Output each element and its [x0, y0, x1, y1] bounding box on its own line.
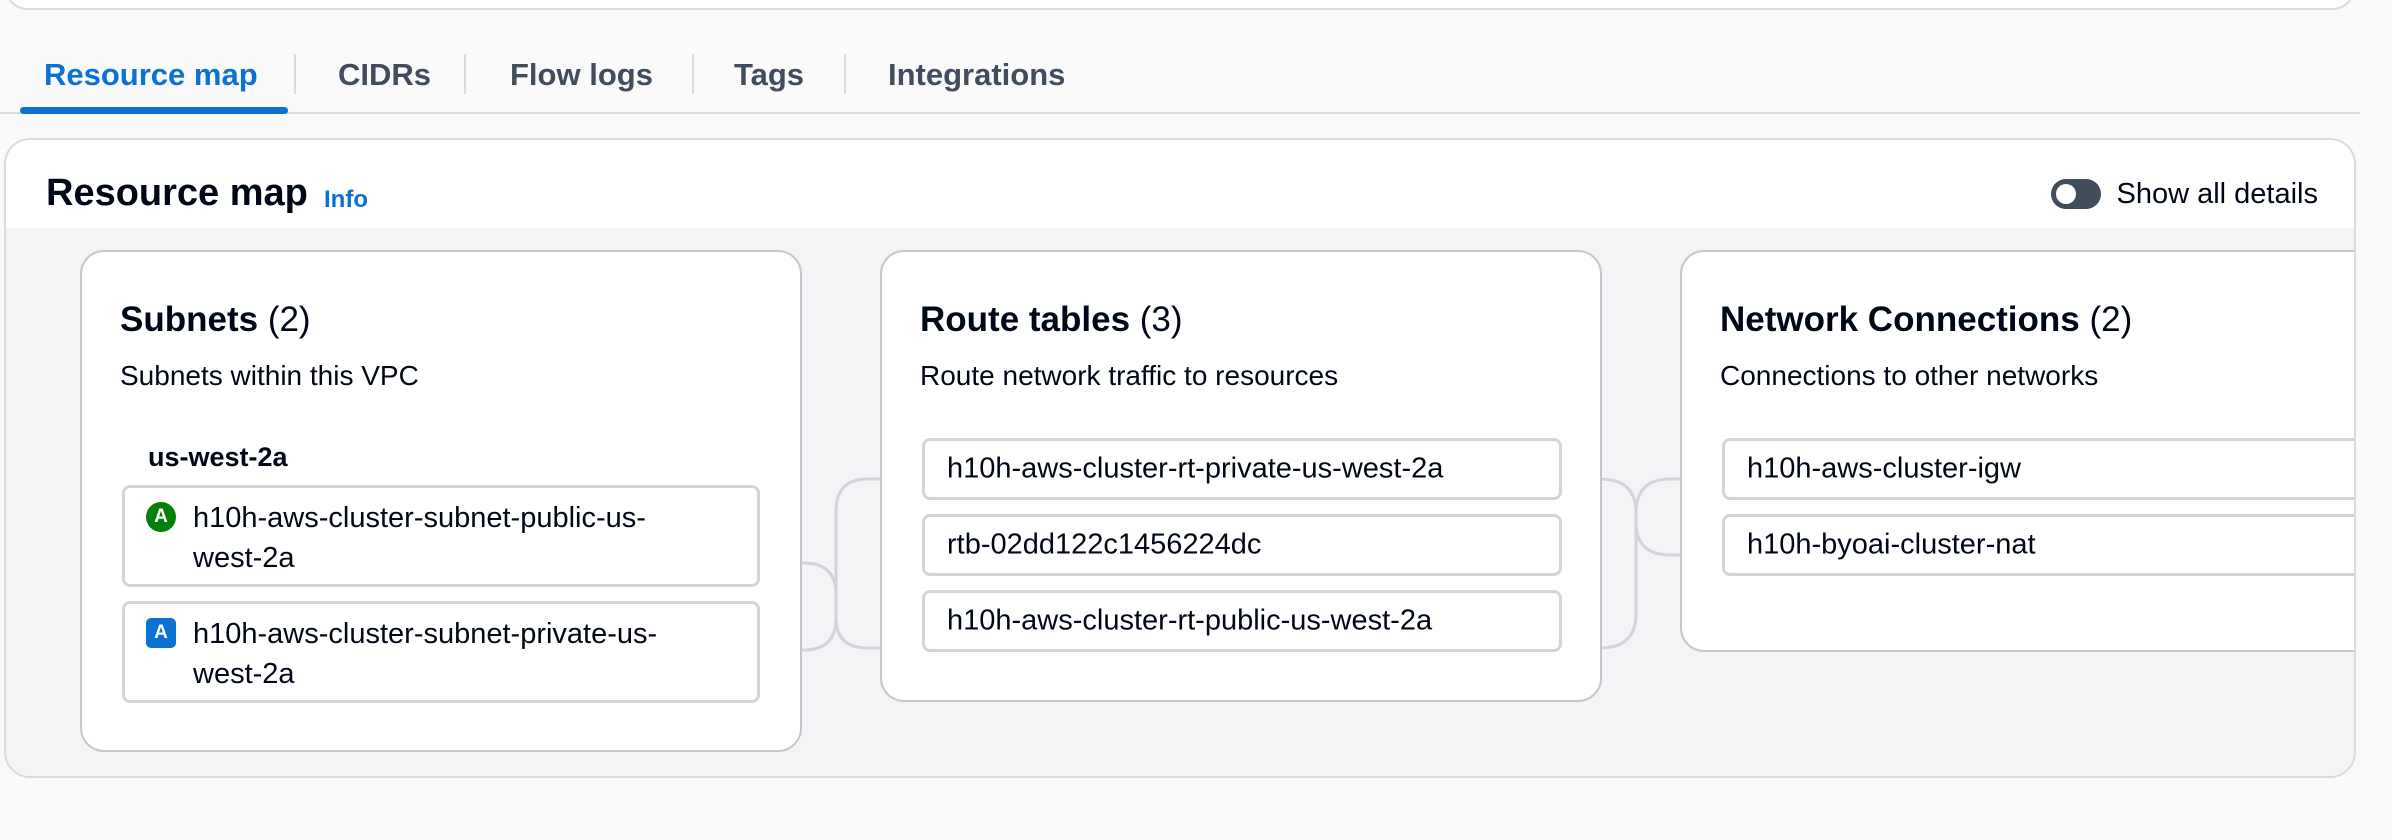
route-table-label: h10h-aws-cluster-rt-public-us-west-2a: [947, 604, 1433, 637]
subnets-title: Subnets (2): [120, 300, 311, 339]
info-link[interactable]: Info: [324, 186, 368, 213]
availability-zone-label: us-west-2a: [148, 442, 288, 472]
show-all-details-toggle[interactable]: Show all details: [2050, 174, 2319, 214]
network-connections-panel: Network Connections (2) Connections to o…: [1680, 250, 2354, 652]
toggle-label: Show all details: [2116, 177, 2319, 210]
tab-separator: [464, 54, 466, 94]
route-table-label: rtb-02dd122c1456224dc: [947, 528, 1262, 561]
route-table-node-private[interactable]: h10h-aws-cluster-rt-private-us-west-2a: [922, 438, 1562, 500]
public-subnet-icon: A: [146, 502, 176, 532]
route-tables-subtitle: Route network traffic to resources: [920, 360, 1339, 391]
tab-separator: [692, 54, 694, 94]
resource-map-title: Resource map: [46, 172, 308, 214]
network-connections-title: Network Connections (2): [1720, 300, 2133, 339]
toggle-switch[interactable]: [2050, 179, 2101, 209]
tab-cidrs[interactable]: CIDRs: [338, 57, 432, 92]
tab-resource-map[interactable]: Resource map: [14, 40, 288, 114]
tab-separator: [294, 54, 296, 94]
network-connections-subtitle: Connections to other networks: [1720, 360, 2099, 391]
network-connection-label: h10h-byoai-cluster-nat: [1747, 528, 2036, 561]
network-connection-label: h10h-aws-cluster-igw: [1747, 452, 2021, 485]
private-subnet-icon: A: [146, 618, 176, 648]
subnet-label: h10h-aws-cluster-subnet-public-us-west-2…: [193, 502, 646, 574]
route-table-node-public[interactable]: h10h-aws-cluster-rt-public-us-west-2a: [922, 590, 1562, 652]
network-connection-node-igw[interactable]: h10h-aws-cluster-igw: [1722, 438, 2354, 500]
route-table-node-main[interactable]: rtb-02dd122c1456224dc: [922, 514, 1562, 576]
route-tables-panel: Route tables (3) Route network traffic t…: [880, 250, 1602, 702]
tab-tags[interactable]: Tags: [734, 57, 805, 92]
subnet-node-private[interactable]: A h10h-aws-cluster-subnet-private-us-wes…: [122, 601, 760, 703]
network-connection-node-nat[interactable]: h10h-byoai-cluster-nat: [1722, 514, 2354, 576]
subnets-subtitle: Subnets within this VPC: [120, 360, 419, 391]
tab-integrations[interactable]: Integrations: [888, 57, 1066, 92]
tab-bar: Resource map CIDRs Flow logs Tags Integr…: [0, 40, 2360, 114]
route-table-label: h10h-aws-cluster-rt-private-us-west-2a: [947, 452, 1444, 485]
subnet-label: h10h-aws-cluster-subnet-private-us-west-…: [193, 618, 658, 690]
tab-separator: [844, 54, 846, 94]
subnet-node-public[interactable]: A h10h-aws-cluster-subnet-public-us-west…: [122, 485, 760, 587]
resource-map-container: Resource map Info Show all details Subne…: [4, 138, 2356, 778]
subnets-panel: Subnets (2) Subnets within this VPC us-w…: [80, 250, 802, 752]
route-tables-title: Route tables (3): [920, 300, 1183, 339]
resource-map-canvas: Subnets (2) Subnets within this VPC us-w…: [6, 228, 2354, 776]
top-card-remnant: [4, 0, 2356, 10]
tab-flow-logs[interactable]: Flow logs: [510, 57, 653, 92]
